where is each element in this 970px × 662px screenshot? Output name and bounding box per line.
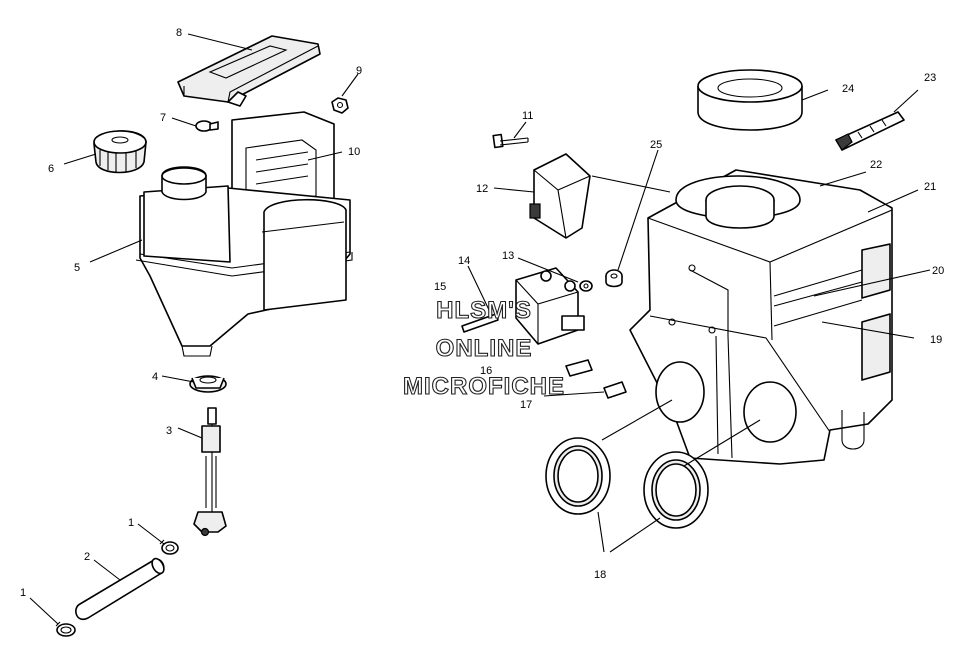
- callout-8: 8: [176, 27, 182, 39]
- watermark: HLSM'S ONLINE MICROFICHE: [402, 296, 565, 400]
- part-housing: [629, 169, 893, 465]
- part-18-seal-left: [545, 437, 611, 515]
- part-25-grommet: [605, 269, 623, 288]
- callout-1-upper: 1: [128, 517, 134, 529]
- leader-lines: [29, 33, 931, 625]
- callout-20: 20: [932, 265, 944, 277]
- callout-10: 10: [348, 146, 360, 158]
- part-24-foam-ring: [697, 69, 803, 131]
- part-6-cap: [93, 130, 147, 174]
- callout-17: 17: [520, 399, 532, 411]
- watermark-line-2: ONLINE: [436, 335, 533, 362]
- part-16-fitting: [565, 359, 593, 377]
- callout-7: 7: [160, 112, 166, 124]
- part-15-stud: [461, 313, 499, 333]
- callout-2: 2: [84, 551, 90, 563]
- part-3-filter: [193, 407, 227, 537]
- callout-18: 18: [594, 569, 606, 581]
- part-11-bolt: [492, 133, 529, 149]
- callout-1-lower: 1: [20, 587, 26, 599]
- callout-22: 22: [870, 159, 882, 171]
- callout-13: 13: [502, 250, 514, 262]
- part-1-clamp-upper: [159, 539, 179, 555]
- part-4-grommet: [189, 375, 227, 393]
- part-14-coil: [515, 267, 585, 345]
- part-8-cover: [177, 35, 321, 107]
- callout-9: 9: [356, 65, 362, 77]
- part-7-screw: [195, 120, 219, 132]
- callout-6: 6: [48, 163, 54, 175]
- callout-11: 11: [522, 110, 533, 122]
- part-13-washer: [579, 280, 593, 292]
- callout-5: 5: [74, 262, 80, 274]
- callout-25: 25: [650, 139, 662, 151]
- watermark-line-1: HLSM'S: [436, 297, 532, 324]
- part-23-strap: [835, 111, 905, 151]
- callout-21: 21: [924, 181, 936, 193]
- callout-12: 12: [476, 183, 488, 195]
- callout-4: 4: [152, 371, 158, 383]
- part-12-module: [529, 153, 591, 239]
- part-9-nut: [331, 97, 349, 114]
- part-1-clamp-lower: [55, 621, 76, 637]
- callout-15: 15: [434, 281, 446, 293]
- part-18-seal-right: [643, 451, 709, 529]
- callout-24: 24: [842, 83, 854, 95]
- callout-labels: 8 9 7 10 6 5 4 3 1 2 1 11 12 25 13 14 15…: [20, 27, 944, 599]
- callout-3: 3: [166, 425, 172, 437]
- callout-19: 19: [930, 334, 942, 346]
- part-5-tank: [135, 166, 353, 357]
- callout-16: 16: [480, 365, 492, 377]
- part-2-hose: [75, 557, 165, 621]
- callout-23: 23: [924, 72, 936, 84]
- watermark-line-3: MICROFICHE: [403, 373, 565, 400]
- callout-14: 14: [458, 255, 470, 267]
- part-17-fitting: [603, 381, 627, 399]
